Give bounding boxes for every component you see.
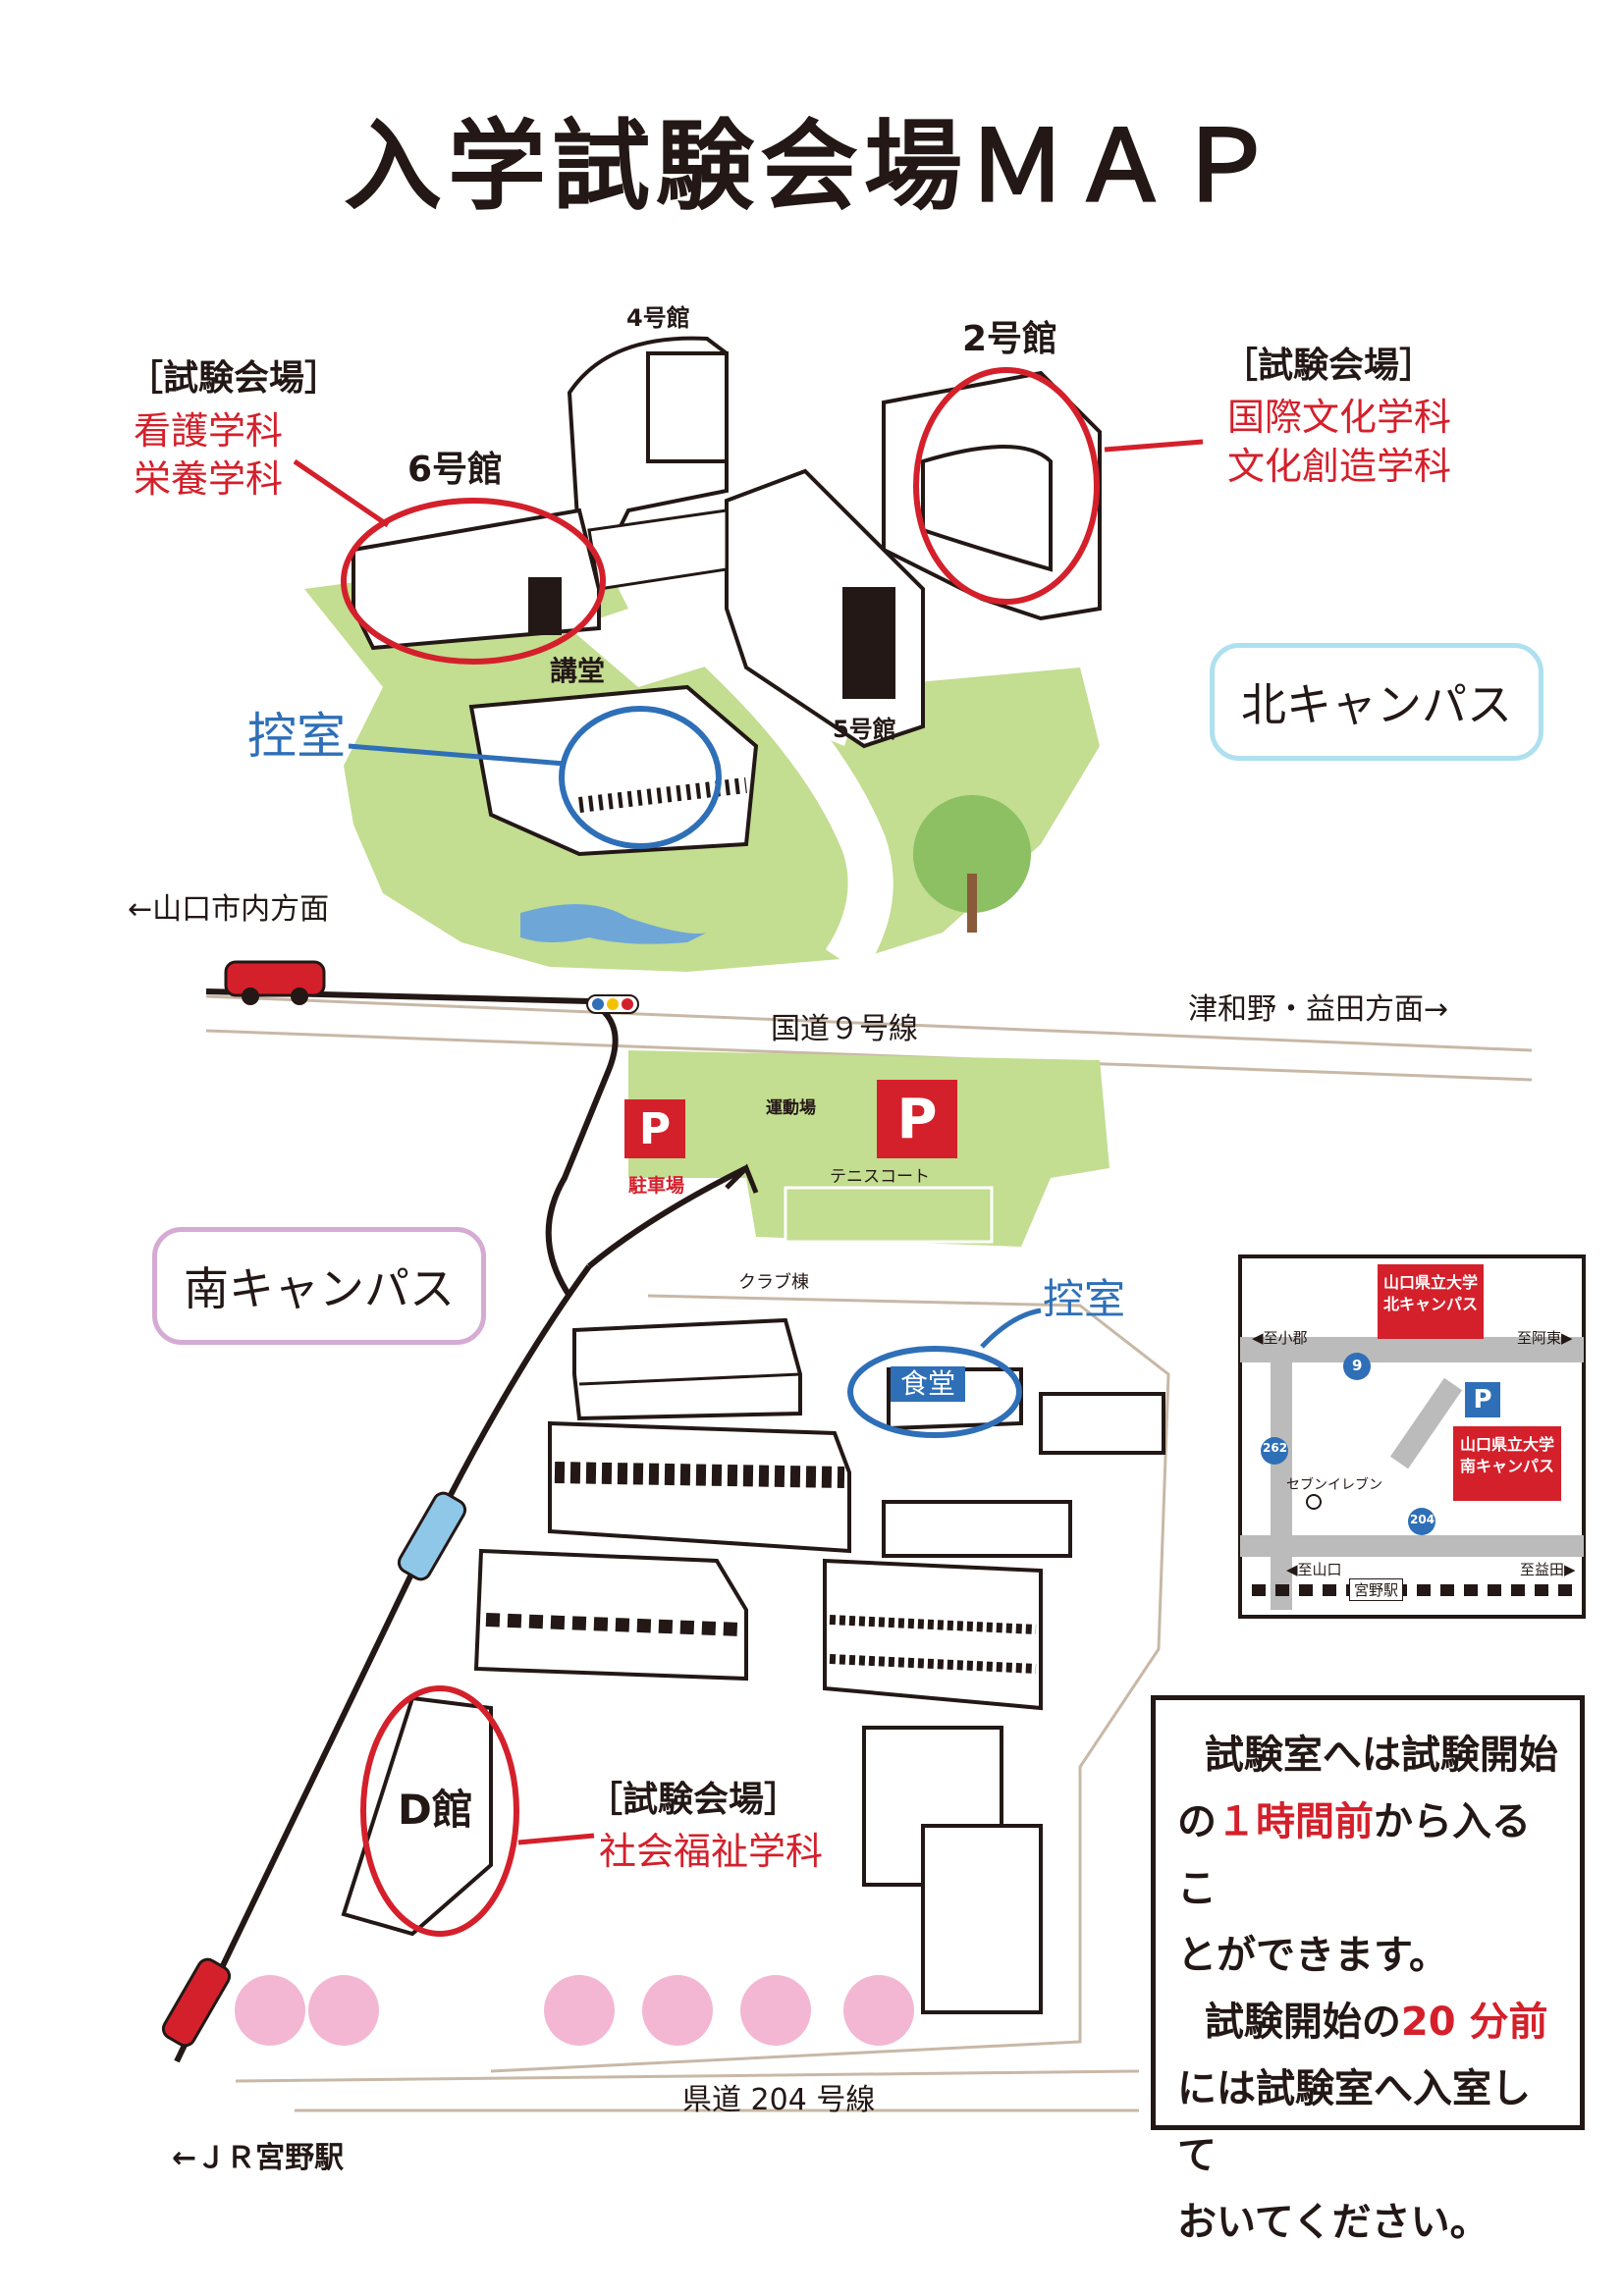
label-building-4: 4号館	[626, 304, 690, 332]
notice-line-5: には試験室へ入室して	[1177, 2056, 1560, 2189]
inset-parking: P	[1465, 1382, 1500, 1417]
label-building-5: 5号館	[833, 716, 896, 743]
notice-text-4b: 20 分前	[1400, 2000, 1548, 2045]
road-to-yamaguchi: ←山口市内方面	[128, 892, 330, 927]
notice-text-2c: から入るこ	[1177, 1799, 1531, 1911]
south-building-3	[473, 1548, 748, 1682]
notice-text-6: おいてください。	[1177, 2200, 1489, 2245]
label-shokudo: 食堂	[891, 1366, 966, 1403]
road-route9: 国道９号線	[771, 1012, 918, 1046]
inset-north-campus-line2: 北キャンパス	[1382, 1295, 1478, 1313]
notice-line-1: 試験室へは試験開始	[1177, 1722, 1560, 1789]
waiting-room-south-label: 控室	[1043, 1275, 1126, 1323]
circle-d-building	[360, 1685, 519, 1937]
south-building-4	[823, 1558, 1043, 1711]
inset-route-9: 9	[1352, 1357, 1363, 1374]
notice-line-2: の１時間前から入るこ	[1177, 1789, 1560, 1922]
pond	[520, 904, 707, 944]
circle-building-6	[341, 498, 606, 665]
inset-south-campus: 山口県立大学 南キャンパス	[1453, 1426, 1561, 1501]
notice-text-4: 試験開始の	[1204, 2000, 1401, 2045]
notice-text-5: には試験室へ入室して	[1177, 2066, 1531, 2178]
label-tennis: テニスコート	[830, 1167, 930, 1187]
leader-south	[517, 1833, 595, 1845]
road-route204: 県道 204 号線	[682, 2083, 876, 2117]
label-parking: 駐車場	[628, 1175, 685, 1197]
venue-south-dept-1: 社会福祉学科	[599, 1830, 824, 1873]
page-title: 入学試験会場ＭＡＰ	[344, 108, 1280, 224]
leader-left	[293, 458, 390, 528]
notice-line-3: とができます。	[1177, 1922, 1560, 1989]
car-red-bottom	[161, 1957, 232, 2048]
inset-north-campus-line1: 山口県立大学	[1382, 1273, 1478, 1292]
notice-line-6: おいてください。	[1177, 2189, 1560, 2256]
inset-to-masuda: 至益田▶	[1520, 1561, 1576, 1578]
circle-kodo	[559, 706, 722, 849]
label-undojo: 運動場	[766, 1098, 816, 1118]
venue-right-dept-2: 文化創造学科	[1227, 445, 1452, 488]
notice-box: 試験室へは試験開始 の１時間前から入るこ とができます。 試験開始の20 分前 …	[1151, 1695, 1585, 2245]
tree-north	[913, 795, 1031, 913]
venue-right-dept-1: 国際文化学科	[1227, 396, 1452, 439]
label-building-6: 6号館	[407, 450, 504, 490]
club-building	[572, 1317, 802, 1421]
campus-north-badge: 北キャンパス	[1210, 643, 1543, 761]
notice-line-4: 試験開始の20 分前	[1177, 1989, 1560, 2056]
leader-waiting-north	[348, 743, 566, 767]
leader-waiting-south	[980, 1308, 1042, 1349]
label-club: クラブ棟	[738, 1272, 809, 1293]
venue-left-header: ［試験会場］	[128, 358, 341, 399]
building-6	[352, 507, 601, 651]
inset-south-campus-line1: 山口県立大学	[1459, 1435, 1554, 1454]
label-building-2: 2号館	[962, 319, 1058, 359]
venue-right-header: ［試験会場］	[1222, 346, 1435, 386]
label-kodo: 講堂	[550, 655, 606, 687]
parking-sign-1: P	[624, 1099, 685, 1158]
leader-right	[1104, 439, 1204, 453]
venue-south-header: ［試験会場］	[587, 1780, 800, 1820]
inset-north-campus: 山口県立大学 北キャンパス	[1378, 1264, 1484, 1339]
inset-to-yamaguchi: ◀至山口	[1286, 1561, 1342, 1578]
inset-to-asa: 至阿東▶	[1517, 1329, 1573, 1347]
south-building-5	[862, 1726, 1043, 2014]
campus-south-badge: 南キャンパス	[152, 1227, 486, 1345]
north-path	[691, 621, 893, 975]
south-building-2	[548, 1420, 851, 1554]
venue-left-dept-2: 栄養学科	[134, 457, 284, 501]
parking-sign-2: P	[877, 1080, 957, 1158]
notice-text-2a: の	[1177, 1799, 1217, 1844]
inset-to-ogori: ◀至小郡	[1252, 1329, 1308, 1347]
inset-route-262: 262	[1263, 1441, 1288, 1455]
inset-route-204: 204	[1410, 1513, 1435, 1526]
building-5	[725, 468, 925, 749]
circle-building-2	[913, 367, 1100, 605]
road-to-tsuwano: 津和野・益田方面→	[1188, 992, 1449, 1027]
inset-south-campus-line2: 南キャンパス	[1459, 1457, 1554, 1475]
circle-shokudo	[847, 1346, 1022, 1438]
road-to-miyano: ←ＪＲ宮野駅	[172, 2141, 345, 2175]
notice-text-3: とができます。	[1177, 1933, 1448, 1978]
car-blue	[397, 1491, 467, 1581]
notice-text-1: 試験室へは試験開始	[1204, 1733, 1558, 1778]
venue-left-dept-1: 看護学科	[134, 409, 284, 453]
car-red-top	[224, 960, 326, 1005]
bridge	[587, 508, 729, 591]
tennis-court	[784, 1186, 994, 1244]
building-4	[567, 336, 729, 552]
waiting-room-north-label: 控室	[247, 708, 346, 765]
cherry-trees	[235, 1975, 914, 2046]
route9-road	[205, 994, 1533, 1052]
inset-seven-eleven: セブンイレブン	[1286, 1477, 1382, 1493]
inset-station: 宮野駅	[1349, 1578, 1404, 1601]
notice-text-2b: １時間前	[1217, 1799, 1374, 1844]
label-d-building: D館	[398, 1786, 473, 1834]
